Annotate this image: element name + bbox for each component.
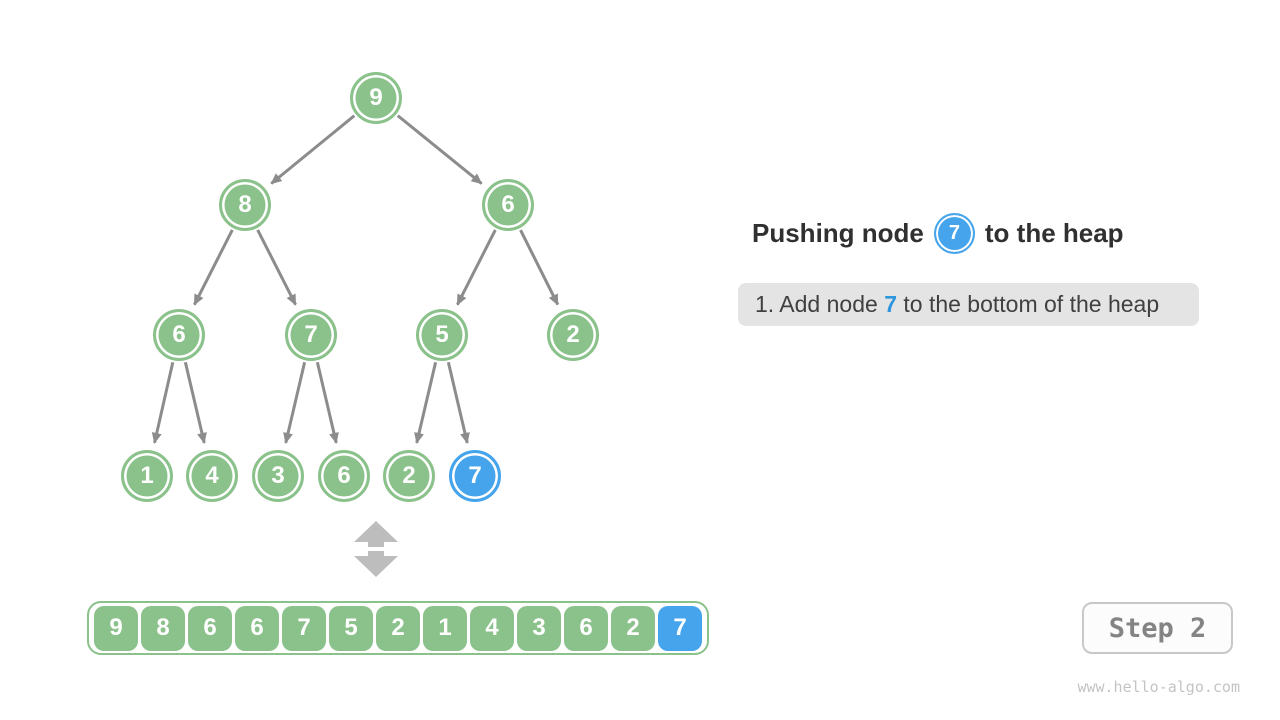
- tree-node: 3: [252, 450, 304, 502]
- tree-node-highlighted: 7: [449, 450, 501, 502]
- tree-edge: [193, 229, 234, 306]
- step-badge-label: Step 2: [1108, 612, 1207, 644]
- tree-edge: [414, 361, 438, 444]
- tree-node: 5: [416, 309, 468, 361]
- array-cell-highlighted: 7: [658, 605, 702, 651]
- tree-node: 6: [318, 450, 370, 502]
- array-cell: 2: [376, 605, 420, 651]
- tree-edge: [519, 229, 560, 306]
- tree-edge: [456, 229, 497, 306]
- array-cell: 9: [94, 605, 138, 651]
- array-cell: 5: [329, 605, 373, 651]
- tree-edge: [396, 114, 483, 185]
- tree-node: 2: [547, 309, 599, 361]
- instruction-suffix: to the bottom of the heap: [896, 291, 1160, 317]
- pushed-node-value: 7: [948, 221, 960, 244]
- tree-node: 1: [121, 450, 173, 502]
- tree-edge: [446, 361, 470, 444]
- pushed-node-badge: 7: [933, 212, 975, 254]
- tree-node: 8: [219, 179, 271, 231]
- tree-node: 6: [153, 309, 205, 361]
- tree-edge: [270, 114, 356, 185]
- diagram-title: Pushing node 7 to the heap: [752, 211, 1124, 255]
- tree-node: 7: [285, 309, 337, 361]
- array-cell: 6: [188, 605, 232, 651]
- tree-node: 6: [482, 179, 534, 231]
- tree-edge: [151, 361, 175, 444]
- title-prefix: Pushing node: [752, 217, 924, 248]
- array-cell: 4: [470, 605, 514, 651]
- array-cell: 3: [517, 605, 561, 651]
- array-cell: 6: [564, 605, 608, 651]
- tree-node: 2: [383, 450, 435, 502]
- instruction-step-box: 1. Add node 7 to the bottom of the heap: [738, 283, 1199, 326]
- tree-edge: [256, 229, 297, 306]
- tree-edge: [183, 361, 207, 444]
- tree-edge: [283, 361, 307, 444]
- array-cell: 2: [611, 605, 655, 651]
- array-cell: 7: [282, 605, 326, 651]
- array-cell: 8: [141, 605, 185, 651]
- up-down-arrow-icon: [354, 521, 398, 577]
- tree-node: 4: [186, 450, 238, 502]
- array-cell: 1: [423, 605, 467, 651]
- tree-node: 9: [350, 72, 402, 124]
- step-badge: Step 2: [1082, 602, 1233, 654]
- instruction-prefix: 1. Add node: [755, 291, 885, 317]
- tree-edge: [315, 361, 339, 444]
- instruction-highlight-value: 7: [884, 291, 897, 317]
- array-cell: 6: [235, 605, 279, 651]
- title-suffix: to the heap: [984, 217, 1124, 248]
- watermark: www.hello-algo.com: [1077, 678, 1240, 696]
